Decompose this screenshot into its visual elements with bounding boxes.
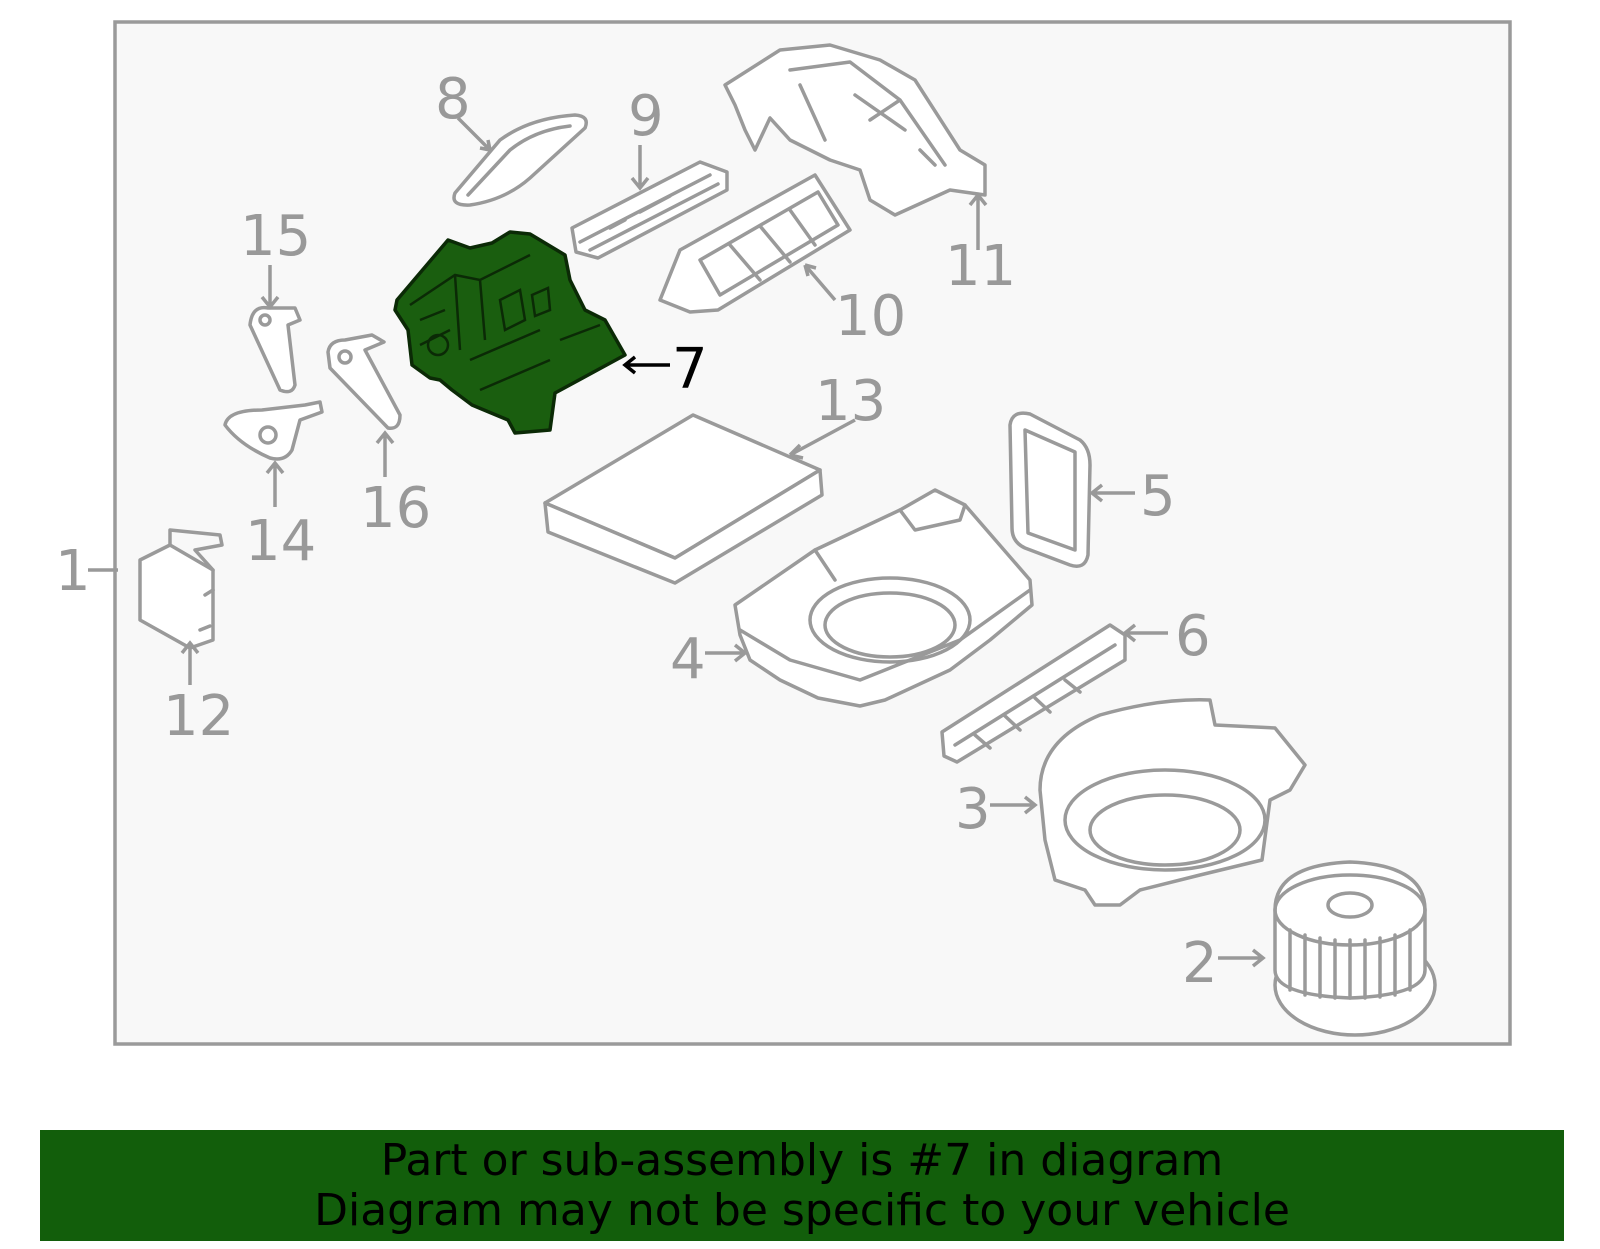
part-6-grate[interactable] bbox=[940, 623, 1127, 764]
callout-4: 4 bbox=[670, 627, 706, 692]
leader-arrows bbox=[88, 116, 1266, 968]
part-9-door[interactable] bbox=[570, 160, 729, 260]
part-13-filter[interactable] bbox=[543, 413, 824, 585]
parts-diagram: 1 2 3 4 5 6 7 8 9 10 11 12 13 14 15 16 bbox=[55, 20, 1512, 1046]
part-5-gasket[interactable] bbox=[1008, 411, 1092, 568]
callout-5: 5 bbox=[1140, 464, 1176, 529]
part-2-blower-motor[interactable] bbox=[1273, 860, 1437, 1037]
callout-11: 11 bbox=[945, 234, 1016, 299]
banner-line-1: Part or sub-assembly is #7 in diagram bbox=[380, 1134, 1224, 1186]
info-banner: Part or sub-assembly is #7 in diagram Di… bbox=[40, 1130, 1564, 1241]
part-15-arm[interactable] bbox=[248, 305, 302, 394]
callout-15: 15 bbox=[240, 204, 311, 269]
banner-line-2: Diagram may not be specific to your vehi… bbox=[314, 1184, 1290, 1236]
callout-6: 6 bbox=[1175, 604, 1211, 669]
part-7-highlighted-housing[interactable] bbox=[393, 230, 627, 435]
callout-7: 7 bbox=[672, 337, 708, 402]
callout-3: 3 bbox=[955, 777, 991, 842]
callout-9: 9 bbox=[628, 84, 664, 149]
callout-10: 10 bbox=[835, 284, 906, 349]
callout-2: 2 bbox=[1182, 931, 1218, 996]
callout-14: 14 bbox=[245, 509, 316, 574]
part-16-link[interactable] bbox=[326, 333, 402, 430]
part-12-module[interactable] bbox=[138, 528, 224, 650]
part-4-housing[interactable] bbox=[733, 488, 1034, 708]
callout-13: 13 bbox=[815, 369, 886, 434]
callout-16: 16 bbox=[360, 476, 431, 541]
part-11-duct[interactable] bbox=[723, 43, 987, 217]
callout-12: 12 bbox=[163, 684, 234, 749]
part-10-frame[interactable] bbox=[658, 173, 852, 314]
part-3-case[interactable] bbox=[1038, 698, 1307, 907]
part-8-seal[interactable] bbox=[452, 113, 588, 207]
callout-1: 1 bbox=[55, 539, 91, 604]
part-14-bracket[interactable] bbox=[223, 400, 324, 461]
callout-8: 8 bbox=[435, 67, 471, 132]
